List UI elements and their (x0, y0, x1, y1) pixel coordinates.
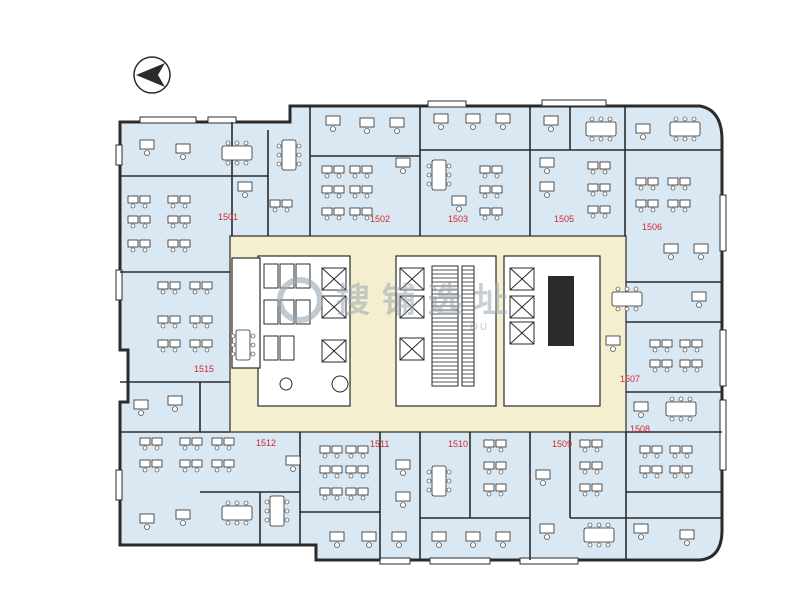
room-label-1507: 1507 (620, 374, 640, 384)
room-label-1510: 1510 (448, 439, 468, 449)
watermark-text: 搜 铺 选 址 (336, 281, 508, 321)
stairwell (431, 265, 459, 387)
room-label-1511: 1511 (370, 439, 389, 449)
room-label-1506: 1506 (642, 222, 662, 232)
room-label-1508: 1508 (630, 424, 650, 434)
circle-logo-icon (277, 277, 323, 323)
elevator-shafts (321, 267, 535, 363)
room-labels: 1501 1502 1503 1505 1506 1507 1508 1509 … (194, 212, 662, 449)
room-label-1515: 1515 (194, 364, 214, 374)
room-label-1501: 1501 (218, 212, 238, 222)
partition-walls (120, 106, 722, 560)
service-shaft (548, 276, 574, 346)
watermark-sub: OU (470, 322, 489, 333)
room-label-1503: 1503 (448, 214, 468, 224)
north-arrow (133, 56, 171, 94)
window-marks (115, 99, 727, 565)
stairwell (461, 265, 475, 387)
room-label-1505: 1505 (554, 214, 574, 224)
room-label-1502: 1502 (370, 214, 390, 224)
room-label-1512: 1512 (256, 438, 276, 448)
room-label-1509: 1509 (552, 439, 572, 449)
watermark: 搜 铺 选 址 OU (277, 277, 508, 333)
